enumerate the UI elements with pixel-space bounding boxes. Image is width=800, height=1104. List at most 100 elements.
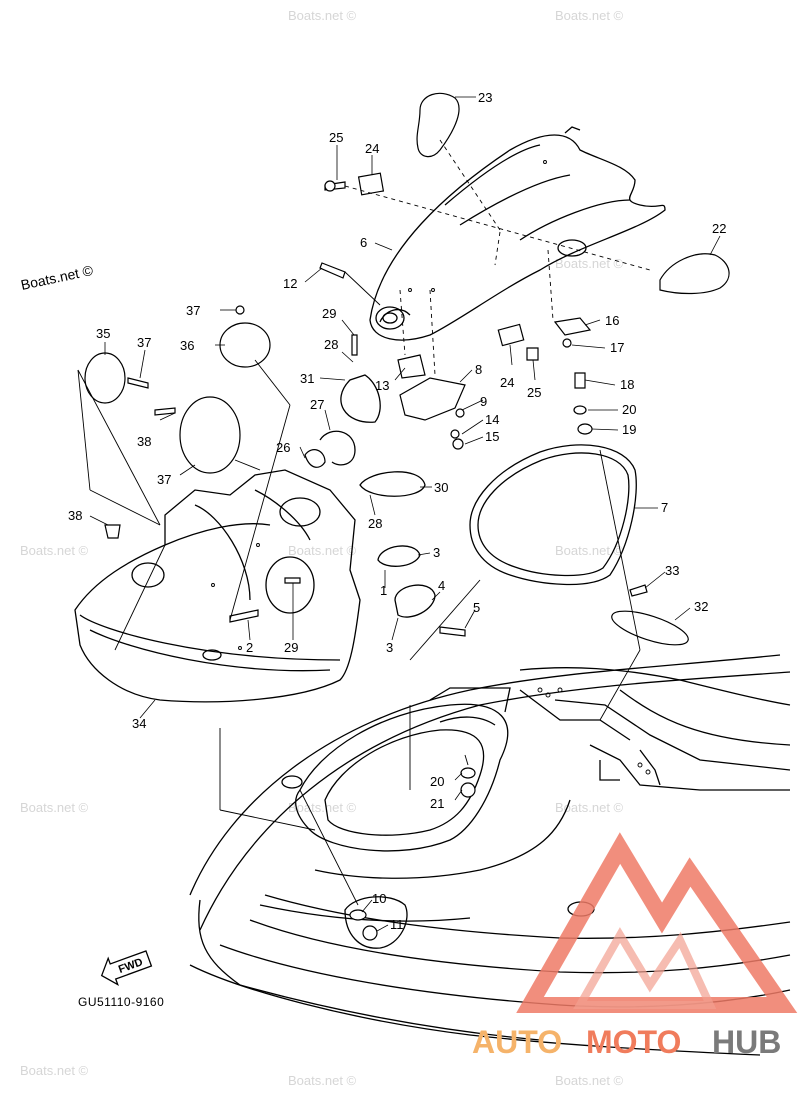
part-31 xyxy=(340,374,381,423)
callout-27: 27 xyxy=(310,397,324,412)
callout-21: 21 xyxy=(430,796,444,811)
callout-20: 20 xyxy=(622,402,636,417)
seat-lock xyxy=(397,354,466,450)
part-24 xyxy=(357,172,385,196)
part-16 xyxy=(553,317,592,336)
callout-28: 28 xyxy=(368,516,382,531)
callout-13: 13 xyxy=(375,378,389,393)
callout-37: 38 xyxy=(137,434,151,449)
callout-25: 25 xyxy=(329,130,343,145)
callouts: 23 24 25 22 6 12 37 29 35 37 28 36 31 13… xyxy=(68,90,726,932)
callout-29: 29 xyxy=(322,306,336,321)
callout-32: 32 xyxy=(694,599,708,614)
watermark: Boats.net © xyxy=(555,8,624,23)
watermark: Boats.net © xyxy=(555,256,624,271)
part-1 xyxy=(394,584,436,618)
part-30 xyxy=(359,471,426,497)
callout-1: 1 xyxy=(380,583,387,598)
logo-auto-text: AUTO xyxy=(472,1024,562,1060)
watermark: Boats.net © xyxy=(288,1073,357,1088)
callout-17: 17 xyxy=(610,340,624,355)
callout-9: 9 xyxy=(480,394,487,409)
logo-moto-text: MOTO xyxy=(586,1024,681,1060)
callout-36: 37 xyxy=(157,472,171,487)
part-24 xyxy=(497,323,525,347)
watermark: Boats.net © xyxy=(20,800,89,815)
callout-35: 36 xyxy=(180,338,194,353)
callout-16: 16 xyxy=(605,313,619,328)
part-37 xyxy=(127,377,149,389)
callout-8: 8 xyxy=(475,362,482,377)
part-11 xyxy=(362,925,378,941)
callout-12: 12 xyxy=(283,276,297,291)
callout-25: 25 xyxy=(527,385,541,400)
part-23 xyxy=(416,92,460,158)
drawing-code: GU51110-9160 xyxy=(78,995,164,1009)
callout-3: 3 xyxy=(386,640,393,655)
part-10 xyxy=(349,909,367,921)
callout-4: 4 xyxy=(438,578,445,593)
part-22 xyxy=(659,253,730,295)
part-12 xyxy=(319,262,346,279)
part-37 xyxy=(235,305,245,315)
callout-20: 20 xyxy=(430,774,444,789)
callout-24: 24 xyxy=(365,141,379,156)
automotohub-logo: AUTO MOTO HUB xyxy=(472,832,798,1060)
seat-seal xyxy=(469,444,637,586)
part-5 xyxy=(439,626,466,637)
part-36 xyxy=(179,396,241,474)
callout-7: 7 xyxy=(661,500,668,515)
part-20 xyxy=(460,767,476,779)
callout-33: 33 xyxy=(665,563,679,578)
watermarks: Boats.net © Boats.net © Boats.net © Boat… xyxy=(20,8,624,1088)
assembly-lines xyxy=(77,139,651,906)
fwd-arrow-icon: FWD xyxy=(100,950,153,987)
callout-10: 10 xyxy=(372,891,386,906)
part-21 xyxy=(460,782,476,798)
leader-lines xyxy=(89,96,721,932)
callout-22: 22 xyxy=(712,221,726,236)
watermark: Boats.net © xyxy=(555,543,624,558)
seat xyxy=(369,126,666,341)
callout-11: 11 xyxy=(390,917,404,932)
watermark: Boats.net © xyxy=(555,800,624,815)
callout-38: 38 xyxy=(68,508,82,523)
part-3 xyxy=(377,545,421,567)
part-29 xyxy=(284,577,301,584)
callout-15: 15 xyxy=(485,429,499,444)
watermark: Boats.net © xyxy=(20,543,89,558)
watermark: Boats.net © xyxy=(288,543,357,558)
part-18 xyxy=(574,372,586,389)
part-26 xyxy=(304,449,326,468)
part-37 xyxy=(154,407,176,416)
part-32 xyxy=(611,610,689,646)
callout-26: 26 xyxy=(276,440,290,455)
watermark: Boats.net © xyxy=(555,1073,624,1088)
callout-30: 30 xyxy=(434,480,448,495)
callout-5: 5 xyxy=(473,600,480,615)
callout-29: 29 xyxy=(284,640,298,655)
callout-14: 14 xyxy=(485,412,499,427)
part-27 xyxy=(319,430,356,466)
callout-35: 35 xyxy=(96,326,110,341)
callout-6: 6 xyxy=(360,235,367,250)
part-38 xyxy=(104,524,121,539)
callout-18: 18 xyxy=(620,377,634,392)
watermark: Boats.net © xyxy=(20,1063,89,1078)
part-33 xyxy=(629,584,648,597)
logo-hub-text: HUB xyxy=(712,1024,781,1060)
callout-37: 37 xyxy=(137,335,151,350)
part-2 xyxy=(229,609,259,623)
callout-2: 2 xyxy=(246,640,253,655)
callout-23: 23 xyxy=(478,90,492,105)
part-29 xyxy=(351,334,358,356)
callout-37: 37 xyxy=(186,303,200,318)
part-20 xyxy=(573,405,587,415)
callout-31: 31 xyxy=(300,371,314,386)
callout-19: 19 xyxy=(622,422,636,437)
watermark: Boats.net © xyxy=(288,800,357,815)
source-credit: Boats.net © xyxy=(19,262,95,293)
part-35 xyxy=(219,322,271,368)
callout-28: 28 xyxy=(324,337,338,352)
